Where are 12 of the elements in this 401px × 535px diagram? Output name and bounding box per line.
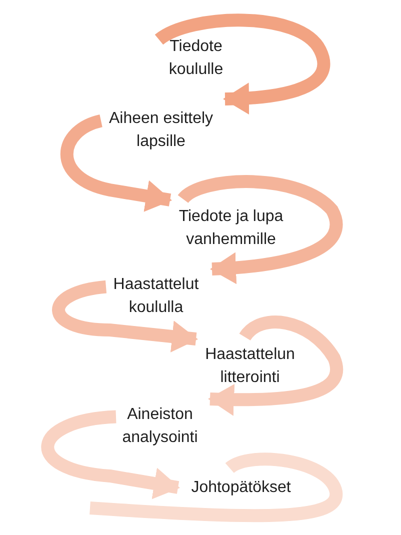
step-label: Johtopätökset xyxy=(190,478,292,498)
step-label: Aineiston analysointi xyxy=(121,404,199,448)
step-label: Aiheen esittely lapsille xyxy=(108,108,214,152)
curved-arrow xyxy=(178,175,343,284)
curved-arrow xyxy=(156,14,330,114)
step-label: Tiedote koululle xyxy=(168,36,224,80)
step-label: Tiedote ja lupa vanhemmille xyxy=(178,206,284,250)
step-label: Haastattelun litterointi xyxy=(204,344,296,388)
curved-arrow xyxy=(41,410,180,500)
step-label: Haastattelut koululla xyxy=(112,274,200,318)
curved-arrow xyxy=(60,114,172,212)
curved-arrow xyxy=(52,280,198,352)
